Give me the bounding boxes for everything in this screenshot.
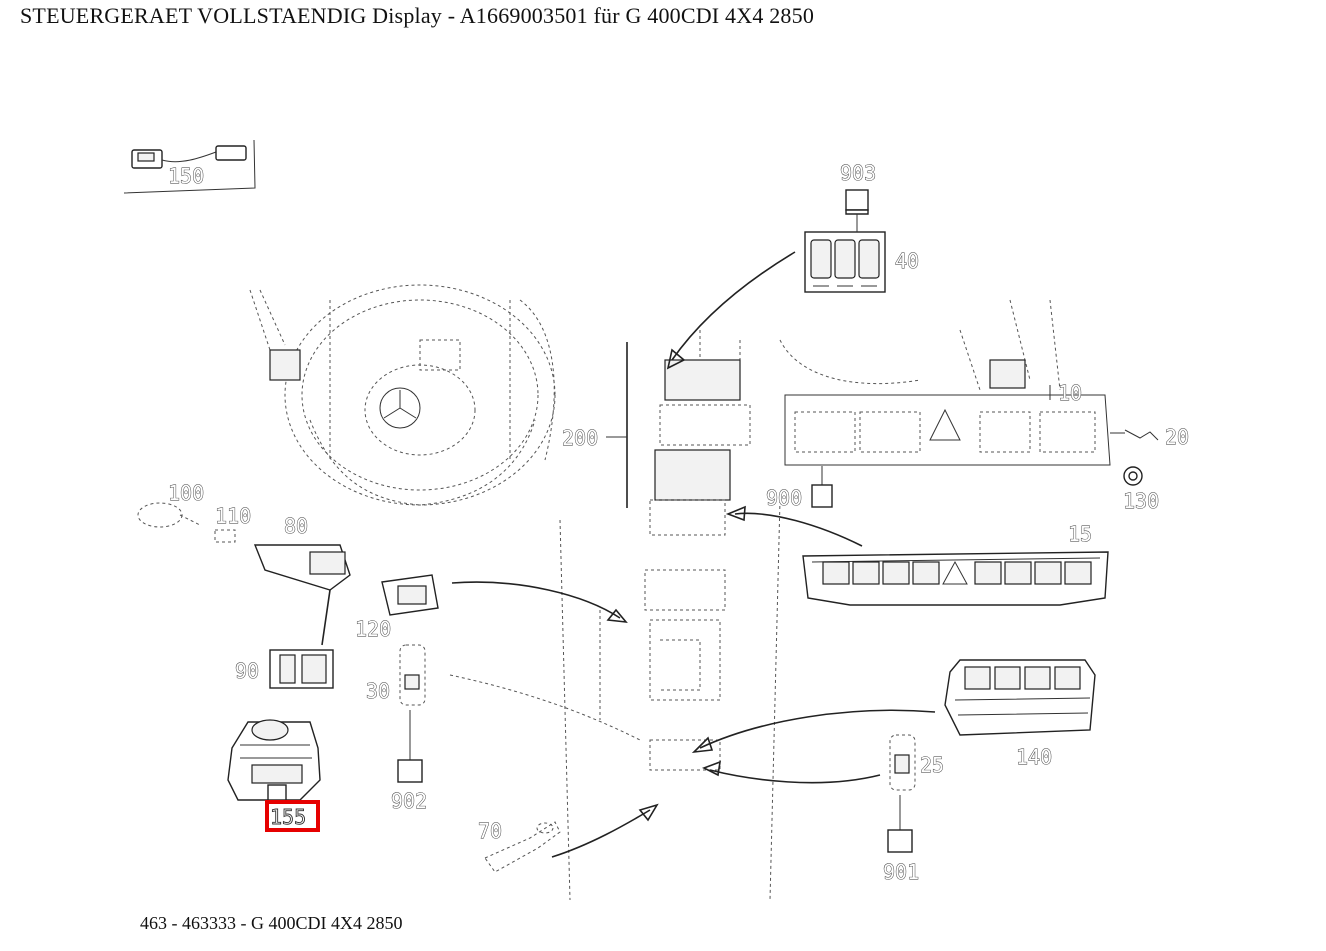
arrow-40 [671,251,796,361]
callout-130[interactable]: 130 [1123,489,1160,514]
callout-10[interactable]: 10 [1058,381,1083,406]
callout-901[interactable]: 901 [883,860,920,885]
centre-console-illustration [559,299,1061,901]
callout-70[interactable]: 70 [478,819,503,844]
arrow-120 [451,581,621,619]
arrow-15-head [725,505,746,522]
callout-110[interactable]: 110 [215,504,252,529]
callout-15[interactable]: 15 [1068,522,1093,547]
page-title: STEUERGERAET VOLLSTAENDIG Display - A166… [20,3,815,28]
connector-900[interactable] [811,466,833,508]
arrow-140 [699,709,936,749]
arrow-25-head [702,760,721,777]
model-footer: 463 - 463333 - G 400CDI 4X4 2850 [140,913,403,933]
part-80-switch[interactable] [253,544,351,591]
connector-903[interactable] [845,189,869,232]
part-120-frame[interactable] [381,574,439,616]
dashed-30 [449,674,641,741]
callout-100[interactable]: 100 [168,481,205,506]
highlight-box-155 [265,800,320,832]
part-90-switch[interactable] [269,649,334,689]
steering-wheel-illustration [249,284,556,506]
part-30-sensor[interactable] [399,644,426,706]
part-15-switch-panel[interactable] [802,551,1109,606]
callout-20[interactable]: 20 [1165,425,1190,450]
arrow-40-head [666,348,686,370]
arrow-15 [734,512,863,547]
callout-25[interactable]: 25 [920,753,945,778]
callout-902[interactable]: 902 [391,789,428,814]
callout-120[interactable]: 120 [355,617,392,642]
callout-30[interactable]: 30 [366,679,391,704]
part-155-control-unit[interactable] [227,719,321,801]
arrow-70-head [638,803,659,822]
connector-901[interactable] [887,829,913,853]
part-140-switch-block[interactable] [944,659,1096,736]
part-150-cable[interactable] [123,139,256,194]
part-20-screw[interactable] [1110,429,1159,441]
callout-900[interactable]: 900 [766,486,803,511]
callout-140[interactable]: 140 [1016,745,1053,770]
connector-902[interactable] [397,759,423,783]
arrow-120-head [606,608,628,624]
callout-903[interactable]: 903 [840,161,877,186]
arrow-70 [551,809,651,858]
callout-80[interactable]: 80 [284,514,309,539]
part-110-clip[interactable] [214,529,236,543]
arrow-140-head [691,736,714,754]
part-70-connector[interactable] [484,821,561,873]
callout-155[interactable]: 155 [270,805,307,830]
callout-200[interactable]: 200 [562,426,599,451]
callout-90[interactable]: 90 [235,659,260,684]
callout-150[interactable]: 150 [168,164,205,189]
part-100-lamp[interactable] [137,502,201,528]
callout-40[interactable]: 40 [895,249,920,274]
part-10-switch-strip[interactable] [784,385,1111,466]
part-200-leader [606,342,628,508]
part-40-switch-block[interactable] [804,231,886,293]
part-25-sensor[interactable] [889,734,916,791]
arrow-25 [709,769,881,784]
leader-80-90 [321,589,331,646]
part-130-washer[interactable] [1123,466,1143,486]
